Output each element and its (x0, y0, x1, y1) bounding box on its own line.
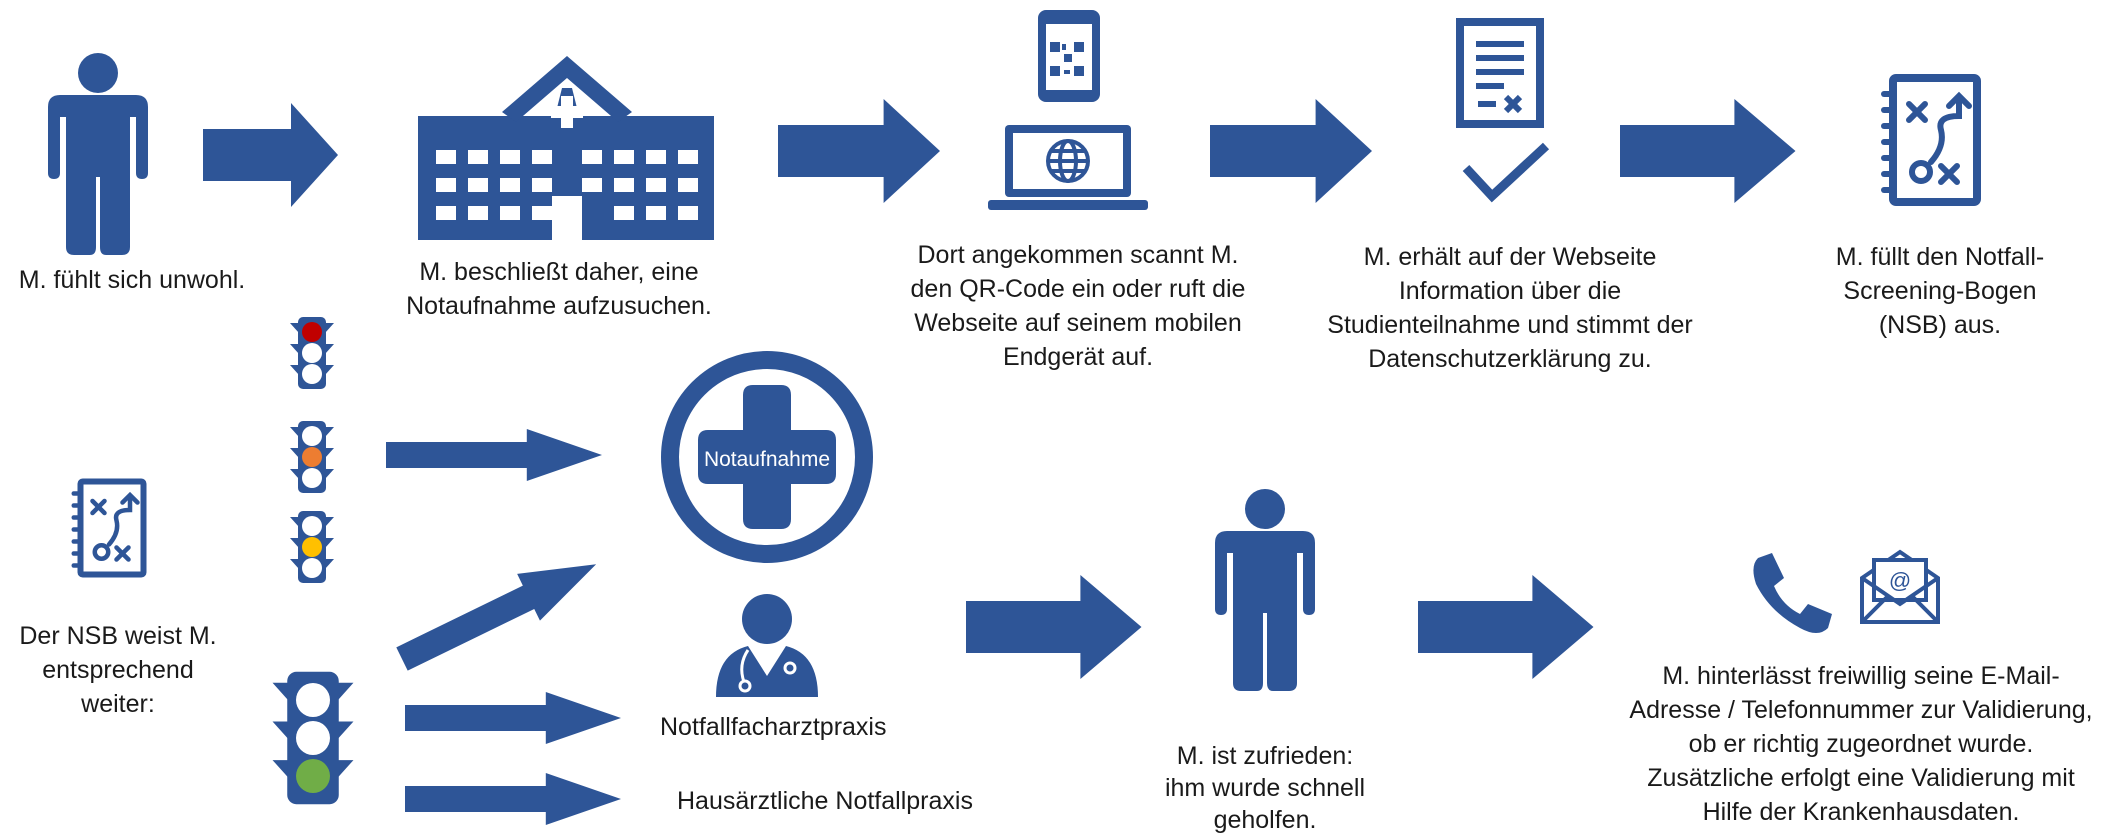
step-info-label: M. erhält auf der Webseite Information ü… (1327, 243, 1693, 373)
arrow-to-specialist (405, 692, 621, 744)
medical-cross-icon (661, 351, 873, 563)
validation-label: M. hinterlässt freiwillig seine E-Mail- … (1629, 662, 2093, 826)
notaufnahme-label: Notaufnahme (704, 448, 830, 471)
person-satisfied-icon (1215, 489, 1315, 691)
arrow-to-notaufnahme (386, 429, 602, 481)
person-icon (48, 53, 148, 255)
traffic-light-yellow-icon (290, 511, 334, 583)
gp-practice-label: Hausärztliche Notfallpraxis (677, 787, 973, 815)
email-icon: @ (1860, 549, 1940, 624)
step-unwell-label: M. fühlt sich unwohl. (18, 266, 246, 294)
traffic-light-red-icon (290, 317, 334, 389)
arrow-3 (1210, 99, 1372, 203)
hospital-icon (418, 56, 714, 240)
arrow-5 (966, 575, 1142, 679)
document-check-icon (1456, 18, 1550, 203)
arrow-1 (203, 103, 338, 207)
strategy-notebook-icon (1884, 78, 1977, 202)
svg-text:@: @ (1889, 568, 1911, 593)
step-scan-label: Dort angekommen scannt M. den QR-Code ei… (910, 241, 1246, 371)
satisfied-label: M. ist zufrieden: ihm wurde schnell geho… (1164, 742, 1366, 834)
doctor-icon (716, 594, 818, 697)
arrow-6 (1418, 575, 1594, 679)
traffic-light-green-icon (272, 671, 354, 805)
smartphone-qr-icon (1038, 10, 1100, 102)
nsb-notebook-icon (73, 481, 144, 575)
step-decide-label: M. beschließt daher, eine Notaufnahme au… (406, 258, 712, 320)
step-fill-label: M. füllt den Notfall- Screening-Bogen (N… (1835, 243, 2045, 339)
arrow-2 (778, 99, 940, 203)
traffic-light-orange-icon (290, 421, 334, 493)
phone-icon (1753, 553, 1832, 633)
nsb-routing-label: Der NSB weist M. entsprechend weiter: (19, 622, 217, 718)
specialist-practice-label: Notfallfacharztpraxis (660, 713, 887, 741)
arrow-diagonal (390, 540, 608, 683)
arrow-4 (1620, 99, 1796, 203)
laptop-globe-icon (988, 125, 1148, 210)
arrow-to-gp (405, 773, 621, 825)
